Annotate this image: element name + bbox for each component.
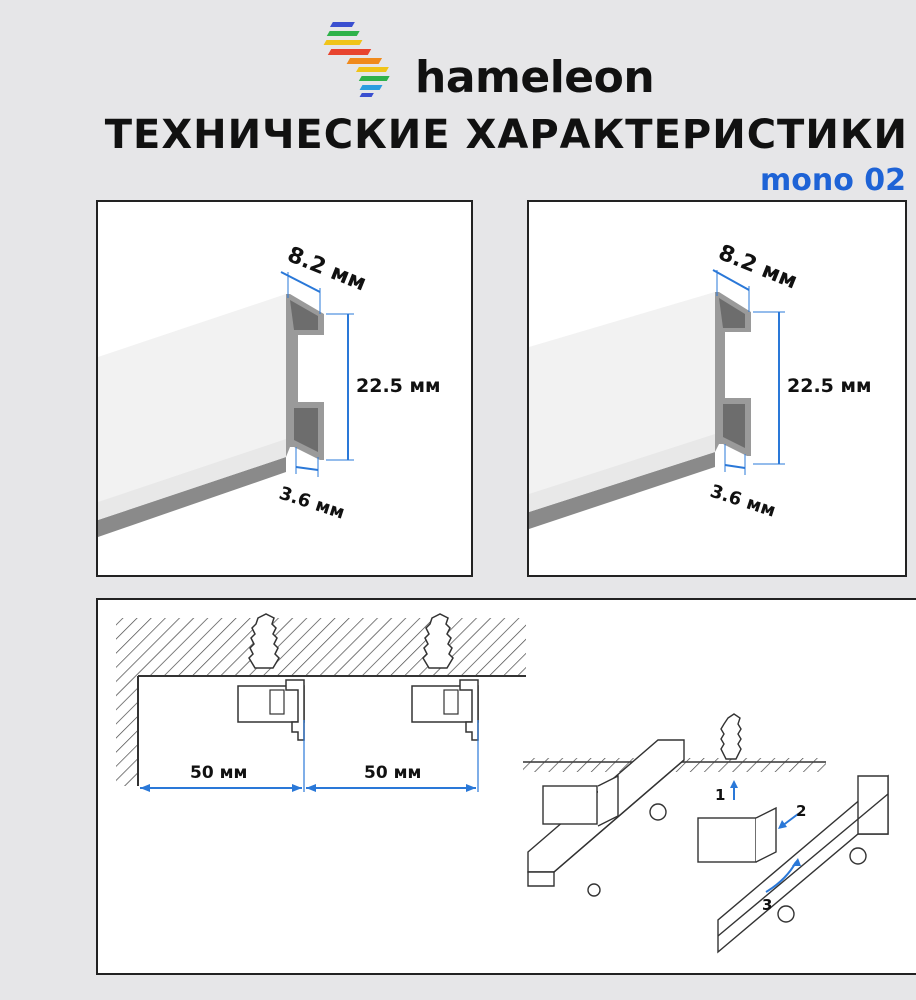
ceiling-fixture-2	[411, 613, 479, 741]
installation-sketch	[523, 713, 889, 954]
model-name: mono 02	[759, 163, 906, 198]
ceiling-fixture-1	[237, 613, 305, 741]
profile-view-right: 8.2 мм 22.5 мм 3.6 мм	[527, 200, 907, 577]
width-label: 8.2 мм	[284, 242, 370, 296]
width-label: 8.2 мм	[715, 240, 801, 294]
mounting-diagram: 50 мм 50 мм	[96, 598, 916, 975]
step-2-label: 2	[796, 802, 806, 820]
brand-name: hameleon	[415, 52, 655, 103]
hameleon-logo-icon	[323, 22, 390, 97]
slot-label: 3.6 мм	[276, 483, 347, 524]
slot-label: 3.6 мм	[707, 481, 778, 522]
page-title: ТЕХНИЧЕСКИЕ ХАРАКТЕРИСТИКИ	[104, 112, 908, 158]
height-label: 22.5 мм	[787, 375, 872, 397]
step-3-label: 3	[762, 896, 772, 914]
step-1-label: 1	[715, 786, 725, 804]
profile-view-left: 8.2 мм 22.5 мм 3.6 мм	[96, 200, 473, 577]
spacing-label-left: 50 мм	[190, 763, 247, 783]
height-label: 22.5 мм	[356, 375, 441, 397]
spacing-label-right: 50 мм	[364, 763, 421, 783]
